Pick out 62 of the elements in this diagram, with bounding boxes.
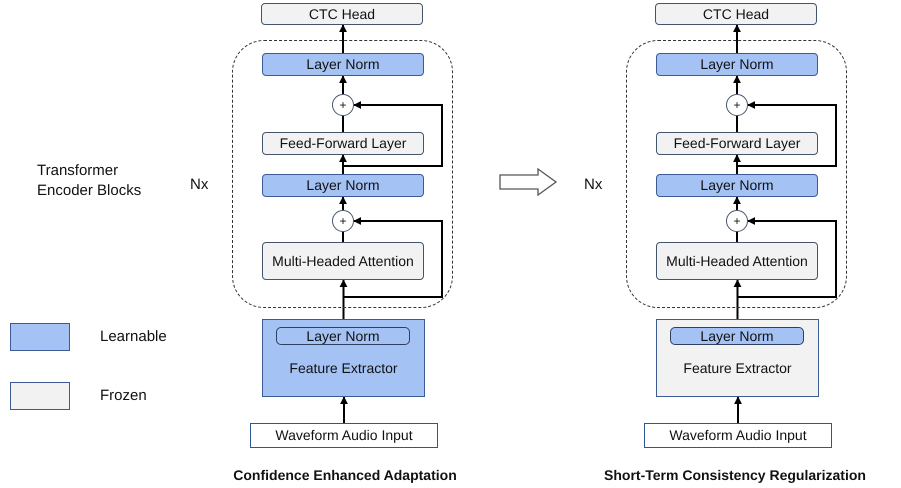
node-text: Layer Norm [306, 328, 380, 344]
encoder-block-frame [626, 40, 847, 308]
node-text: Feed-Forward Layer [280, 135, 406, 152]
node-text: Layer Norm [700, 328, 774, 344]
feature-extractor-box [262, 319, 425, 397]
node-text: Feature Extractor [289, 360, 398, 377]
head-box [655, 3, 817, 25]
node-text: + [339, 96, 346, 114]
arrow [733, 75, 741, 94]
panel-caption: Confidence Enhanced Adaptation [232, 466, 458, 485]
legend-text: Learnable [100, 327, 167, 347]
add-circle [726, 210, 748, 232]
arrow [340, 396, 348, 423]
attention-box [656, 242, 818, 280]
node-text: Waveform Audio Input [275, 427, 413, 444]
input-box [250, 423, 438, 448]
repeat-count: Nx [584, 175, 602, 195]
arrow [339, 24, 347, 53]
node-text: Layer Norm [306, 177, 380, 194]
node-text: CTC Head [308, 6, 376, 22]
legend-text: Frozen [100, 386, 147, 406]
layer-norm-box [262, 53, 424, 76]
layer-norm-box [670, 327, 804, 345]
layer-norm-box [656, 53, 818, 76]
node-text: CTC Head [702, 6, 770, 22]
arrow [734, 396, 742, 423]
add-circle [332, 94, 354, 116]
arrow [733, 24, 741, 53]
feed-forward-box [262, 132, 424, 155]
node-text: + [733, 96, 740, 114]
add-circle [332, 210, 354, 232]
node-text: Feature Extractor [683, 360, 792, 377]
node-text: + [339, 212, 346, 230]
layer-norm-box [276, 327, 410, 345]
node-text: Multi-Headed Attention [272, 252, 414, 270]
arrow [733, 196, 741, 210]
head-box [261, 3, 423, 25]
arrow [342, 217, 443, 319]
block-arrow [499, 168, 558, 196]
arrow [736, 101, 837, 174]
node-text: Waveform Audio Input [669, 427, 807, 444]
arrow [339, 196, 347, 210]
arrow [339, 75, 347, 94]
repeat-count: Nx [190, 175, 208, 195]
arrow [736, 217, 837, 319]
feature-extractor-box [656, 319, 819, 397]
node-text: Layer Norm [700, 56, 774, 73]
feed-forward-box [656, 132, 818, 155]
node-text: Layer Norm [700, 177, 774, 194]
node-text: Multi-Headed Attention [666, 252, 808, 270]
panel-caption: Short-Term Consistency Regularization [603, 466, 867, 485]
encoder-block-frame [232, 40, 453, 308]
add-circle [726, 94, 748, 116]
layer-norm-box [656, 174, 818, 197]
node-text: Feed-Forward Layer [674, 135, 800, 152]
layer-norm-box [262, 174, 424, 197]
node-text: Layer Norm [306, 56, 380, 73]
input-box [644, 423, 832, 448]
node-text: + [733, 212, 740, 230]
arrow [342, 101, 443, 174]
block-label: Transformer Encoder Blocks [37, 161, 142, 201]
attention-box [262, 242, 424, 280]
